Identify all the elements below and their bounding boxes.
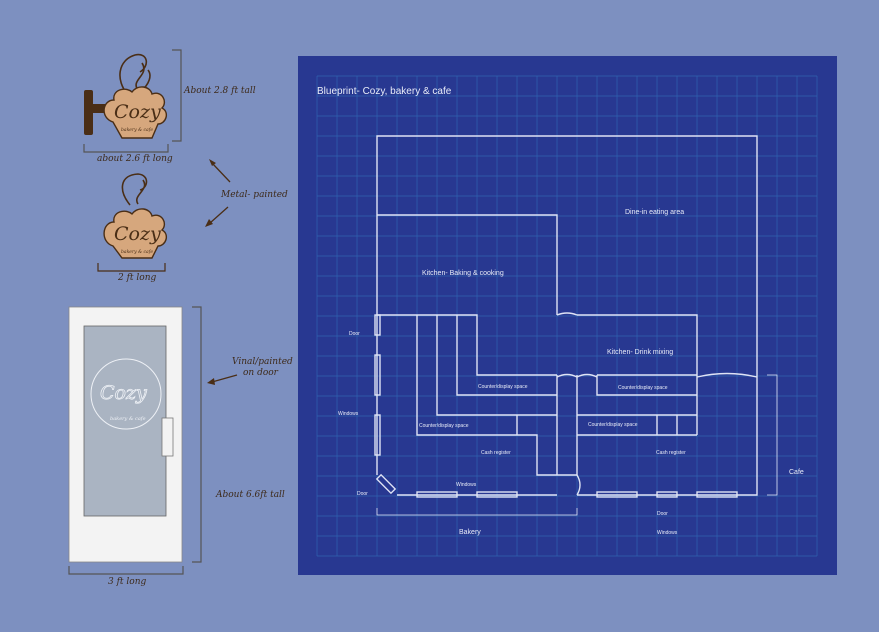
label-kitchen-baking: Kitchen- Baking & cooking — [422, 270, 504, 277]
label-dine-in: Dine-in eating area — [625, 209, 684, 216]
side-door — [374, 314, 381, 336]
walls — [374, 135, 778, 516]
front-window — [696, 491, 738, 498]
label-windows: Windows — [657, 530, 678, 536]
door-illustration: Cozy bakery & cafe — [68, 306, 238, 575]
width-bracket — [68, 566, 184, 575]
side-window — [374, 354, 381, 396]
door-width-note: 3 ft long — [108, 577, 147, 587]
sign-width-note: 2 ft long — [118, 273, 157, 283]
counter-walls — [416, 315, 698, 476]
label-counter: Counter/display space — [588, 422, 638, 428]
height-bracket — [172, 49, 182, 142]
label-cash-register: Cash register — [481, 450, 511, 456]
sign-tagline: bakery & cafe — [121, 127, 153, 133]
width-bracket — [97, 263, 166, 272]
cupcake-icon — [103, 86, 168, 139]
blueprint-title: Blueprint- Cozy, bakery & cafe — [317, 86, 452, 97]
label-cafe: Cafe — [789, 469, 804, 476]
cupcake-icon — [103, 208, 168, 259]
corner-door — [375, 473, 397, 495]
front-door — [656, 491, 678, 498]
kitchen-baking-wall — [377, 214, 558, 315]
label-bakery: Bakery — [459, 529, 481, 536]
side-window — [374, 414, 381, 456]
front-window — [596, 491, 638, 498]
front-window — [416, 491, 458, 498]
label-door: Door — [357, 491, 368, 497]
steam-icon — [121, 173, 148, 206]
door-handle[interactable] — [161, 417, 174, 457]
door-arc — [556, 312, 758, 496]
door-decal-note-2: on door — [243, 368, 278, 378]
label-cash-register: Cash register — [656, 450, 686, 456]
sign-width-note: about 2.6 ft long — [97, 154, 173, 164]
label-counter: Counter/display space — [478, 384, 528, 390]
arrow-icon — [211, 374, 238, 383]
door-tagline: bakery & cafe — [110, 416, 146, 422]
label-counter: Counter/display space — [419, 423, 469, 429]
arrow-icon — [211, 162, 231, 183]
sign-bracket — [84, 90, 93, 135]
hanging-sign: Cozy bakery & cafe Cozy bakery & cafe — [83, 49, 231, 272]
door-height-note: About 6.6ft tall — [216, 490, 285, 500]
sign-height-note: About 2.8 ft tall — [184, 86, 256, 96]
label-kitchen-drink: Kitchen- Drink mixing — [607, 349, 673, 356]
cafe-bracket — [767, 374, 778, 496]
sign-logo: Cozy — [114, 223, 161, 245]
height-bracket — [192, 306, 202, 563]
material-note: Metal- painted — [221, 190, 288, 200]
sign-tagline: bakery & cafe — [121, 249, 153, 255]
label-door: Door — [657, 511, 668, 517]
label-windows: Windows — [456, 482, 477, 488]
width-bracket — [83, 144, 169, 153]
arrow-icon — [209, 206, 229, 224]
sign-logo: Cozy — [114, 101, 161, 123]
door-logo: Cozy — [100, 382, 147, 404]
label-door: Door — [349, 331, 360, 337]
door-logo-circle — [90, 358, 162, 430]
label-windows: Windows — [338, 411, 359, 417]
bakery-bracket — [376, 508, 578, 516]
label-counter: Counter/display space — [618, 385, 668, 391]
door-decal-note: Vinal/painted — [232, 357, 293, 367]
front-window — [476, 491, 518, 498]
grid — [316, 75, 818, 557]
door-glass — [83, 325, 167, 517]
kitchen-drink-wall — [377, 314, 698, 415]
